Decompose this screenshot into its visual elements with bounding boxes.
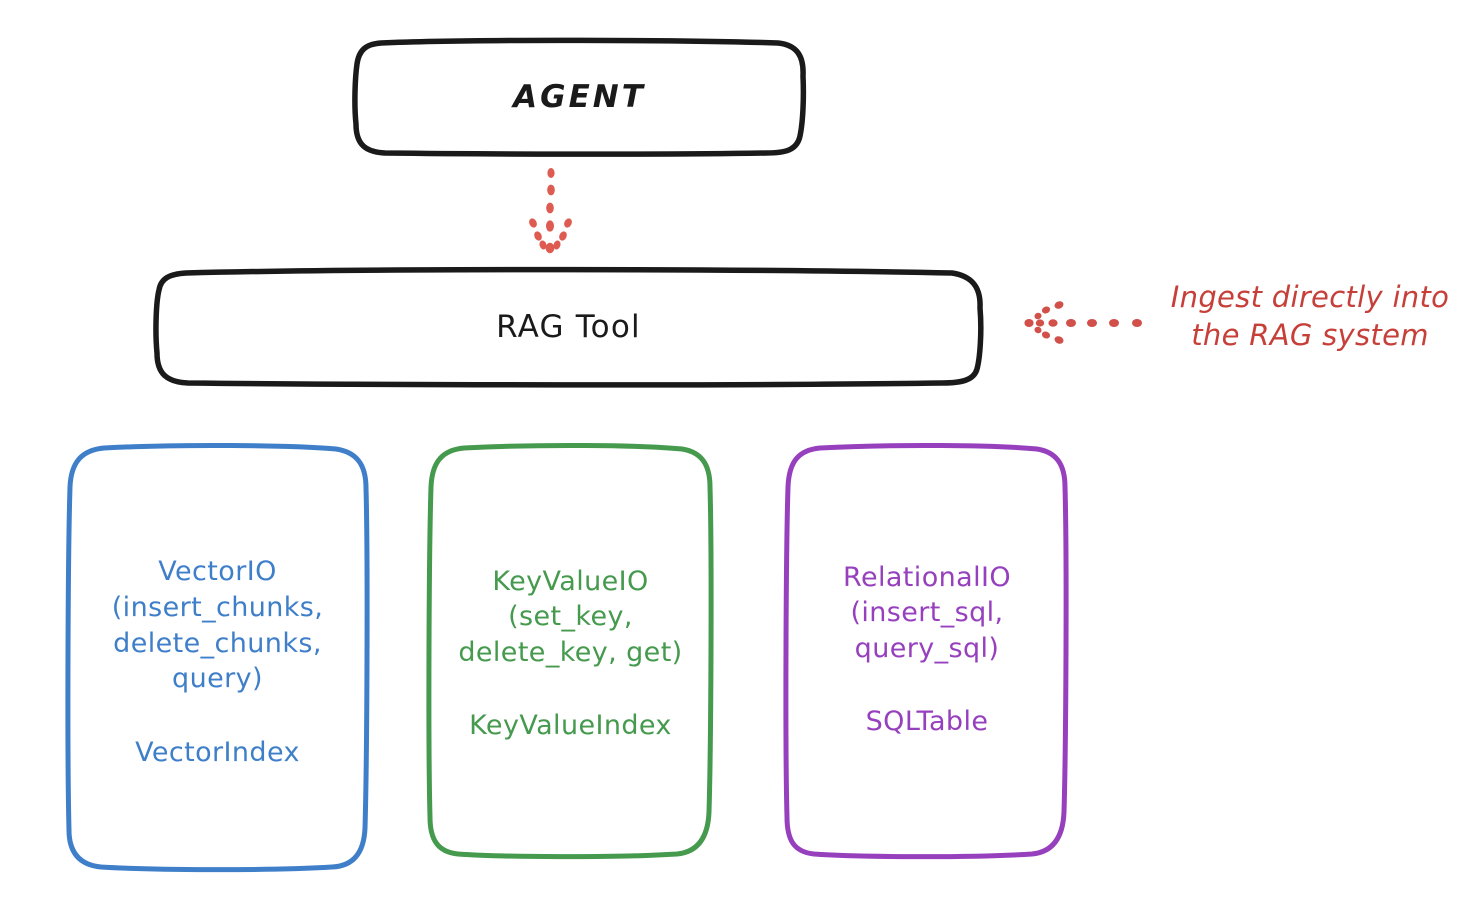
key-value-io-node[interactable]: KeyValueIO (set_key, delete_key, get) Ke… xyxy=(430,447,711,856)
vector-io-box-outline xyxy=(65,442,370,873)
agent-node[interactable]: AGENT xyxy=(355,42,804,154)
agent-box-outline xyxy=(352,37,807,157)
relational-io-content: RelationalIO (insert_sql, query_sql) SQL… xyxy=(843,560,1011,738)
rag-tool-label: RAG Tool xyxy=(496,308,641,345)
rag-tool-box-outline xyxy=(153,266,984,388)
vector-io-content: VectorIO (insert_chunks, delete_chunks, … xyxy=(112,554,323,768)
agent-label: AGENT xyxy=(513,79,646,116)
key-value-io-label: KeyValueIO (set_key, delete_key, get) xyxy=(458,565,683,668)
vector-io-node[interactable]: VectorIO (insert_chunks, delete_chunks, … xyxy=(68,447,367,869)
ingest-annotation-text: Ingest directly into the RAG system xyxy=(1170,280,1450,352)
relational-io-node[interactable]: RelationalIO (insert_sql, query_sql) SQL… xyxy=(788,447,1066,856)
sql-table-label: SQLTable xyxy=(865,706,989,738)
key-value-index-label: KeyValueIndex xyxy=(469,710,672,742)
vector-index-label: VectorIndex xyxy=(135,736,300,768)
key-value-io-box-outline xyxy=(426,442,714,860)
key-value-io-content: KeyValueIO (set_key, delete_key, get) Ke… xyxy=(458,564,682,742)
connector-annotation-to-rag-tool xyxy=(1024,301,1142,344)
connector-agent-to-rag-tool xyxy=(529,168,572,254)
rag-tool-node[interactable]: RAG Tool xyxy=(156,272,981,383)
relational-io-label: RelationalIO (insert_sql, query_sql) xyxy=(843,561,1011,664)
vector-io-label: VectorIO (insert_chunks, delete_chunks, … xyxy=(111,556,324,695)
relational-io-box-outline xyxy=(783,442,1069,860)
